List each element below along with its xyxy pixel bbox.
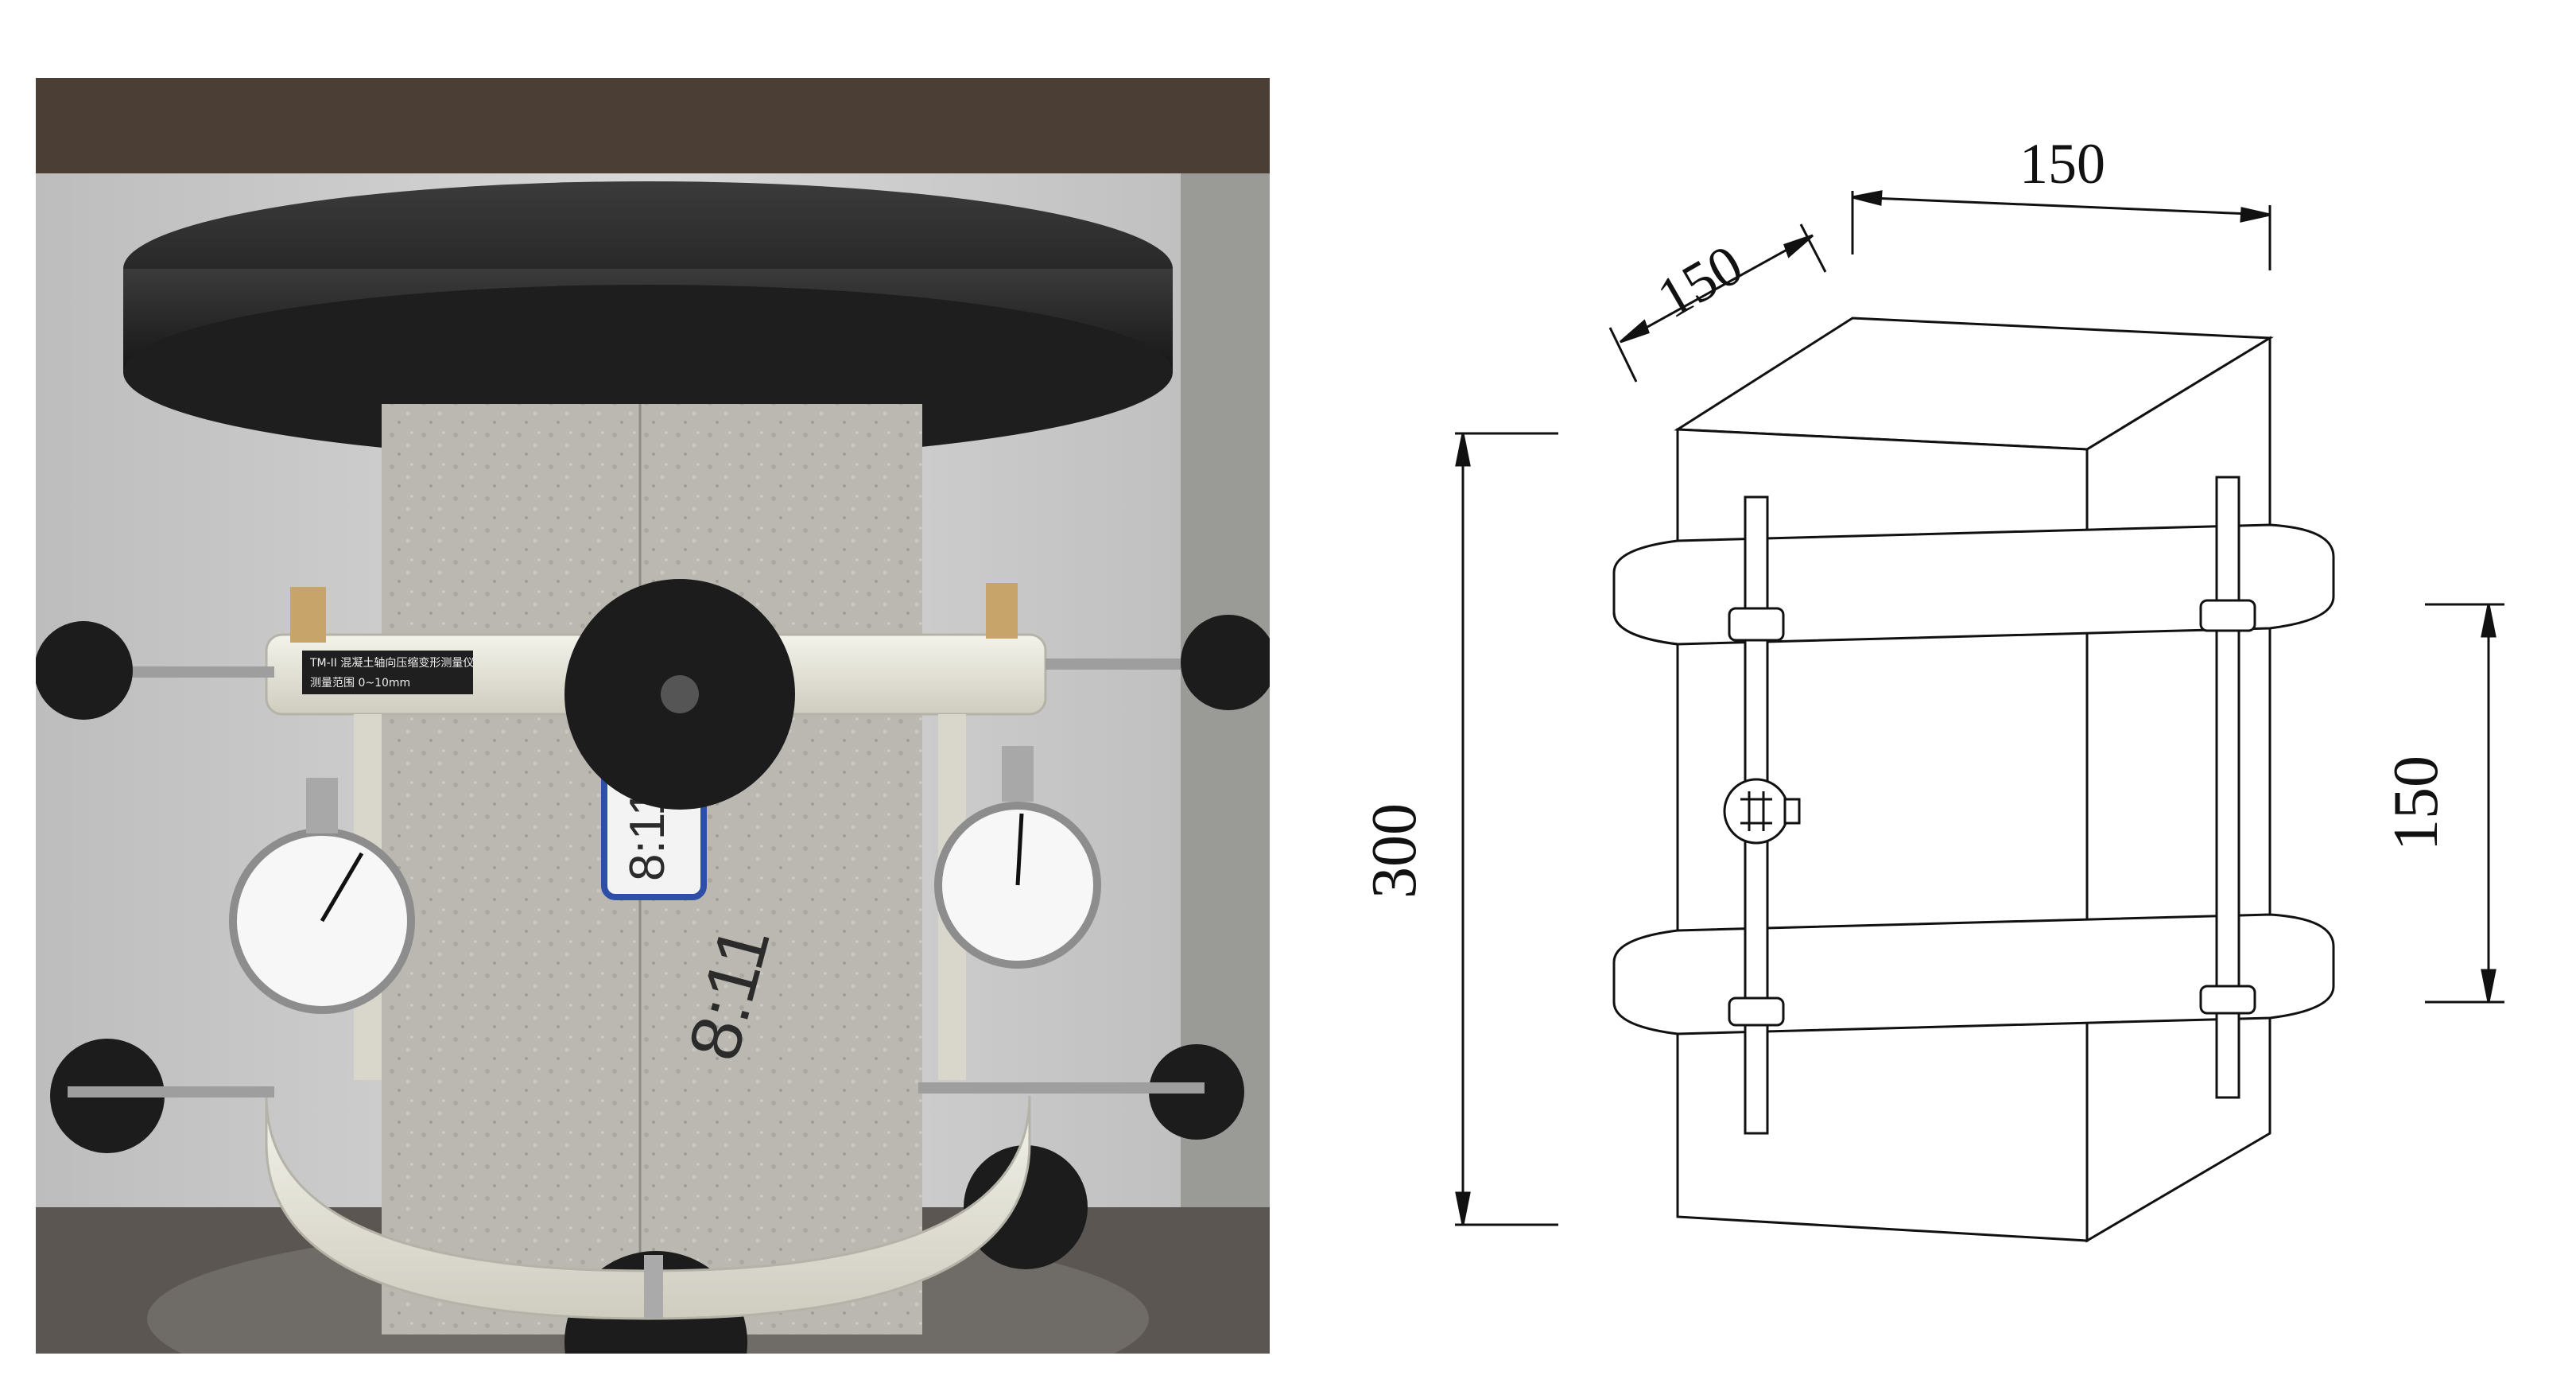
dial-gauge-right-stem (1002, 746, 1034, 802)
dial-gauge-left-stem (306, 778, 338, 833)
knob-lower-front-right (964, 1145, 1088, 1269)
lower-ring-band (1612, 913, 2335, 1035)
dim-width-label: 150 (2019, 132, 2105, 196)
rod-clip-upper-right (2199, 599, 2256, 632)
specimen-schematic: 150 150 300 150 (1344, 32, 2568, 1368)
knob-upper-right (1181, 615, 1270, 710)
dim-depth-line (1620, 234, 1814, 344)
dim-depth-ext-right (1799, 223, 1827, 273)
rod-clip-lower-right (2199, 985, 2256, 1015)
dim-height-arrow-bottom (1455, 1191, 1471, 1226)
dim-height-label: 300 (1360, 803, 1430, 899)
schematic-dial-gauge (1723, 778, 1790, 845)
frame-column-right (1181, 165, 1270, 1354)
dim-width-arrow-left (1852, 190, 1883, 206)
device-label-line-2: 测量范围 0~10mm (310, 676, 410, 690)
photo-illustration: 8:11 8:11 TM-II 混凝土轴向压缩变形测量仪 测量范围 0~10mm (36, 78, 1270, 1354)
upper-ring-curve (1612, 612, 1678, 646)
rod-clip-upper-left (1728, 607, 1785, 642)
device-label-line-1: TM-II 混凝土轴向压缩变形测量仪 (309, 657, 474, 670)
dial-gauge-left-needle (320, 852, 364, 923)
dial-gauge-right-needle (1015, 813, 1024, 886)
prism-right-face (2085, 336, 2271, 1243)
dim-depth-ext-left (1608, 327, 1638, 383)
test-setup-photo: 8:11 8:11 TM-II 混凝土轴向压缩变形测量仪 测量范围 0~10mm (36, 78, 1270, 1354)
dim-width-arrow-right (2240, 207, 2271, 223)
knob-upper-left (36, 621, 133, 720)
dim-width-line (1852, 196, 2271, 216)
dim-height-arrow-top (1455, 433, 1471, 467)
dim-gauge-arrow-top (2481, 604, 2496, 638)
dim-depth-arrow-left (1620, 319, 1650, 344)
lower-clamp-ring (265, 1095, 1031, 1320)
rod-clip-lower-left (1728, 996, 1785, 1027)
machine-top (36, 78, 1270, 173)
wood-peg-right (986, 583, 1018, 639)
threaded-rod-lower-right (918, 1082, 1205, 1094)
schematic-svg: 150 150 300 150 (1360, 132, 2504, 1243)
bottom-knob-stem (644, 1255, 663, 1319)
dim-gauge-arrow-bottom (2481, 969, 2496, 1003)
threaded-rod-lower-left (68, 1086, 274, 1097)
dim-gauge-label: 150 (2381, 756, 2451, 851)
wood-peg-left (290, 587, 326, 643)
dim-depth-label: 150 (1647, 232, 1753, 330)
knob-center-hub (661, 675, 699, 713)
device-label-plate (302, 651, 473, 694)
dim-depth-arrow-right (1783, 234, 1814, 258)
schematic-dial-stem (1783, 798, 1801, 825)
